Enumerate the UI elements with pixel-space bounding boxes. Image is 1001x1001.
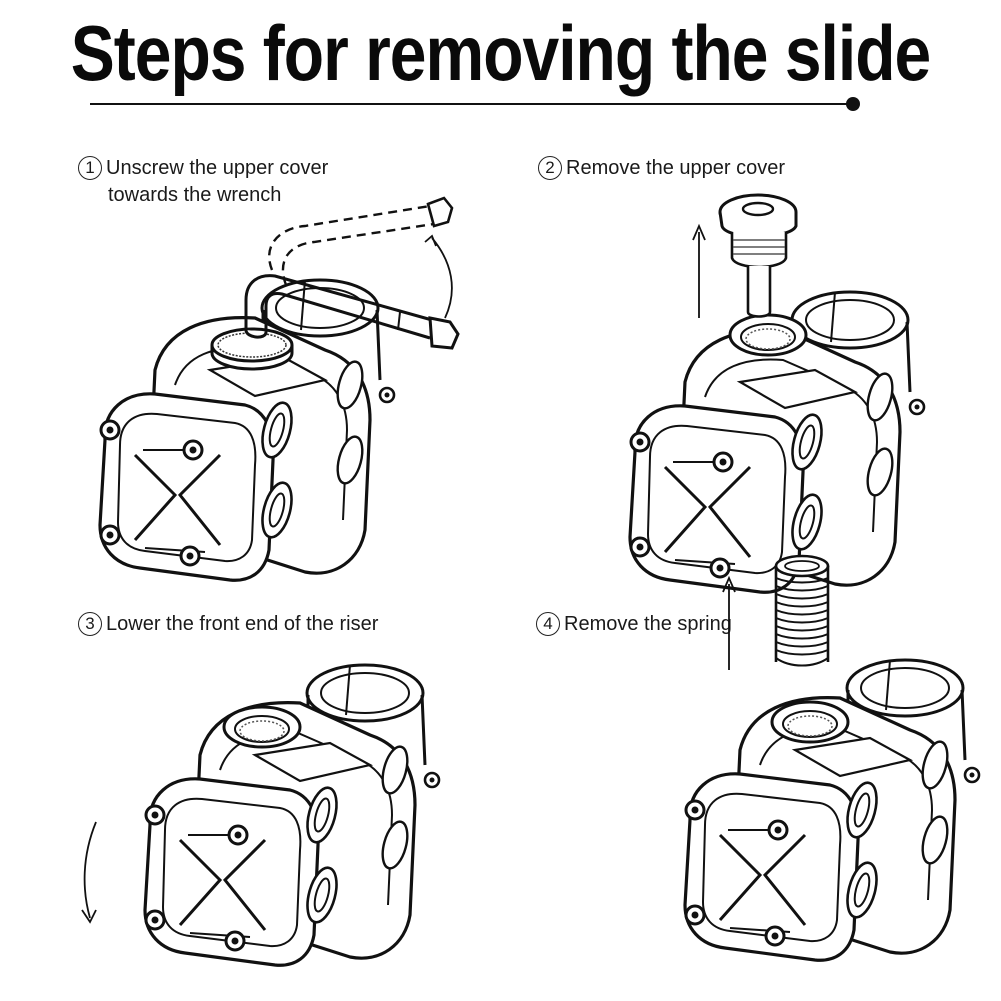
step-2-number: 2: [538, 156, 562, 180]
threaded-hole-step-2: [728, 313, 808, 357]
threaded-hole-step-4: [770, 700, 850, 744]
step-1-number: 1: [78, 156, 102, 180]
stem-illustration-step-3: [143, 663, 441, 967]
step-1-line-1: Unscrew the upper cover: [106, 157, 329, 179]
step-4-line-1: Remove the spring: [564, 613, 732, 635]
spring-icon: [774, 554, 830, 667]
step-4-number: 4: [536, 612, 560, 636]
threaded-hole-step-3: [222, 705, 302, 749]
step-2-line-1: Remove the upper cover: [566, 157, 786, 179]
arrow-up-icon: [722, 575, 736, 670]
step-3-number: 3: [78, 612, 102, 636]
step-3-line-1: Lower the front end of the riser: [106, 613, 379, 635]
divider-end-dot: [846, 97, 860, 111]
upper-cover-icon: [718, 193, 798, 318]
step-1-line-2: towards the wrench: [108, 184, 282, 206]
page-title: Steps for removing the slide: [70, 9, 932, 97]
hex-wrench-icon: [244, 196, 460, 350]
title-divider: [90, 103, 852, 105]
curved-arrow-icon: [81, 821, 97, 924]
curved-arrow-icon: [431, 237, 453, 319]
arrow-up-icon: [692, 223, 706, 318]
